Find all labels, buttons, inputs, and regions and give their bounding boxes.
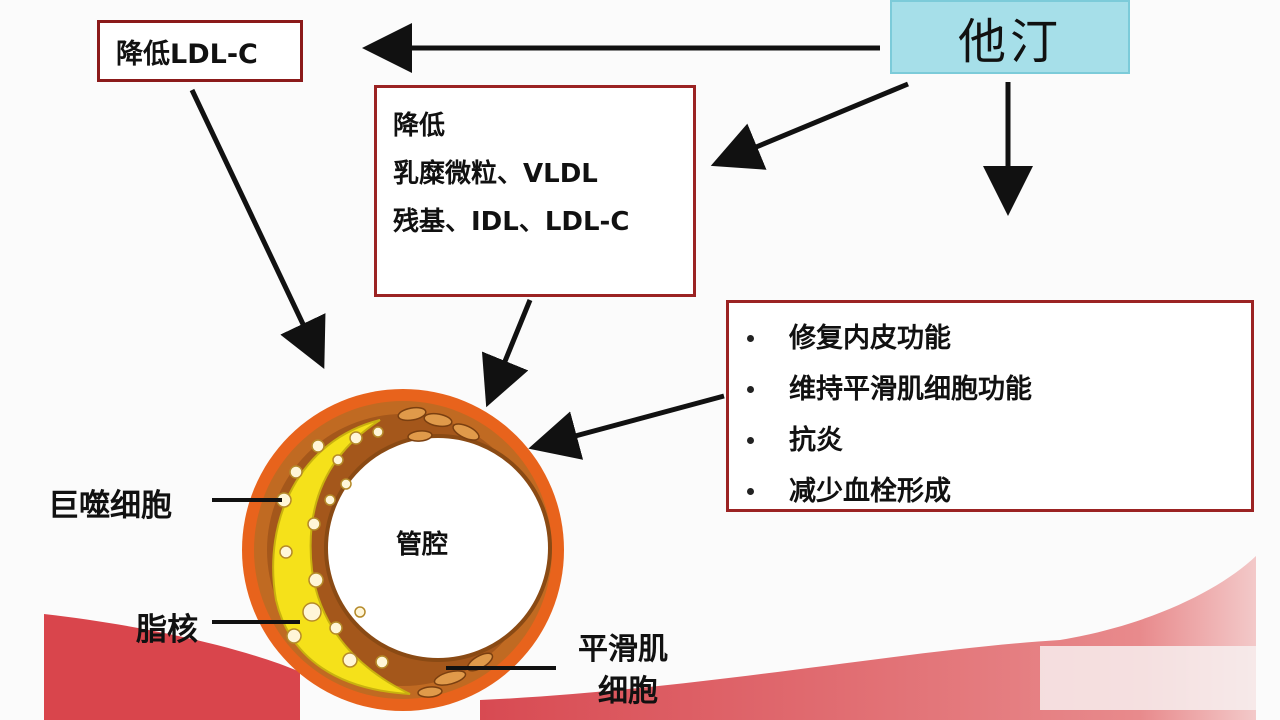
- statin-label: 他汀: [958, 2, 1062, 72]
- arrow-statin-to-lipo: [720, 84, 908, 162]
- lipoprotein-line-1: 降低: [393, 102, 693, 150]
- lipoprotein-line-2: 乳糜微粒、VLDL: [393, 150, 693, 198]
- lipid-core-label: 脂核: [136, 604, 198, 649]
- watermark-patch: [1040, 646, 1256, 710]
- lipoprotein-box: 降低 乳糜微粒、VLDL 残基、IDL、LDL-C: [374, 85, 696, 297]
- smooth-muscle-label-line1: 平滑肌: [578, 624, 668, 668]
- effects-list: 修复内皮功能 维持平滑肌细胞功能 抗炎 减少血栓形成: [743, 313, 1251, 517]
- effect-label: 修复内皮功能: [789, 323, 951, 354]
- bullet-icon: [747, 386, 754, 393]
- macrophage-label: 巨噬细胞: [48, 480, 172, 525]
- statin-box: 他汀: [890, 0, 1130, 74]
- effect-item: 修复内皮功能: [743, 313, 1251, 364]
- smooth-muscle-label-line2: 细胞: [598, 666, 658, 710]
- lipoprotein-line-3: 残基、IDL、LDL-C: [393, 198, 693, 246]
- bullet-icon: [747, 488, 754, 495]
- effect-item: 减少血栓形成: [743, 466, 1251, 517]
- effect-label: 维持平滑肌细胞功能: [789, 374, 1032, 405]
- effect-label: 抗炎: [789, 425, 843, 456]
- bullet-icon: [747, 437, 754, 444]
- effect-item: 维持平滑肌细胞功能: [743, 364, 1251, 415]
- pleiotropic-effects-box: 修复内皮功能 维持平滑肌细胞功能 抗炎 减少血栓形成: [726, 300, 1254, 512]
- lower-ldl-label: 降低LDL-C: [116, 32, 258, 71]
- bullet-icon: [747, 335, 754, 342]
- effect-label: 减少血栓形成: [789, 476, 951, 507]
- arrow-lipo-to-vessel: [490, 300, 530, 398]
- lumen-label: 管腔: [396, 524, 448, 561]
- arrow-ldl-to-vessel: [192, 90, 320, 360]
- effect-item: 抗炎: [743, 415, 1251, 466]
- lower-ldl-box: 降低LDL-C: [97, 20, 303, 82]
- arrow-effects-to-vessel: [538, 396, 724, 446]
